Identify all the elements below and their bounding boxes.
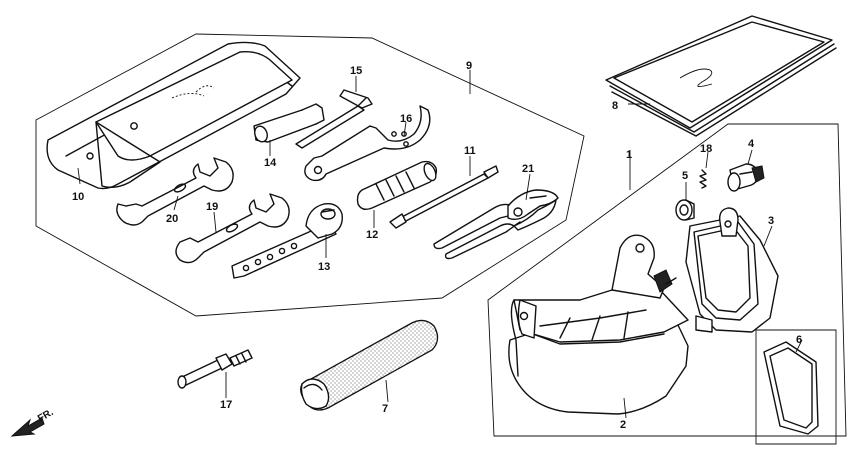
label-15: 15 (350, 65, 362, 77)
label-20: 20 (166, 213, 178, 225)
screwdriver-handle-12 (356, 160, 438, 211)
collar-5 (675, 199, 695, 221)
pliers-21 (433, 189, 559, 260)
label-18: 18 (700, 143, 712, 155)
tool-bag (46, 41, 301, 190)
label-3: 3 (768, 215, 774, 227)
label-13: 13 (318, 261, 330, 273)
wrench-19 (175, 193, 290, 264)
label-4: 4 (748, 138, 755, 150)
front-arrow-icon (10, 417, 45, 437)
box-wrench-14 (253, 103, 325, 143)
label-21: 21 (522, 163, 534, 175)
label-14: 14 (264, 157, 277, 169)
grip-sleeve-7 (300, 319, 439, 411)
front-label: FR. (36, 407, 56, 425)
leader-lines (77, 70, 803, 419)
label-5: 5 (682, 170, 688, 182)
label-11: 11 (464, 145, 476, 157)
tool-tray-2 (508, 234, 689, 415)
part-labels: 9 15 16 14 10 20 19 11 12 21 13 8 1 4 18… (72, 60, 802, 431)
label-12: 12 (366, 229, 378, 241)
tool-tray-clip-3 (685, 207, 779, 333)
extension-bar-17 (177, 349, 253, 389)
pin-spanner-16 (304, 105, 431, 182)
label-10: 10 (72, 191, 84, 203)
socket-wrench-13 (231, 203, 343, 279)
owners-manual-8 (605, 15, 837, 137)
label-6: 6 (796, 334, 802, 346)
label-19: 19 (206, 201, 218, 213)
wrench-20 (116, 157, 234, 226)
tool-kit-boundary (35, 33, 585, 317)
front-direction-indicator: FR. (10, 407, 56, 437)
tool-tray-boundary (487, 123, 847, 437)
label-2: 2 (620, 419, 626, 431)
rubber-pad-6 (755, 329, 837, 445)
label-7: 7 (382, 403, 388, 415)
hex-wrench-15 (295, 89, 373, 149)
screwdriver-11 (389, 165, 499, 229)
label-9: 9 (466, 60, 472, 72)
label-17: 17 (220, 399, 232, 411)
screw-4 (727, 163, 765, 192)
spring-18 (699, 169, 707, 189)
label-8: 8 (612, 100, 618, 112)
label-1: 1 (626, 149, 632, 161)
label-16: 16 (400, 113, 412, 125)
